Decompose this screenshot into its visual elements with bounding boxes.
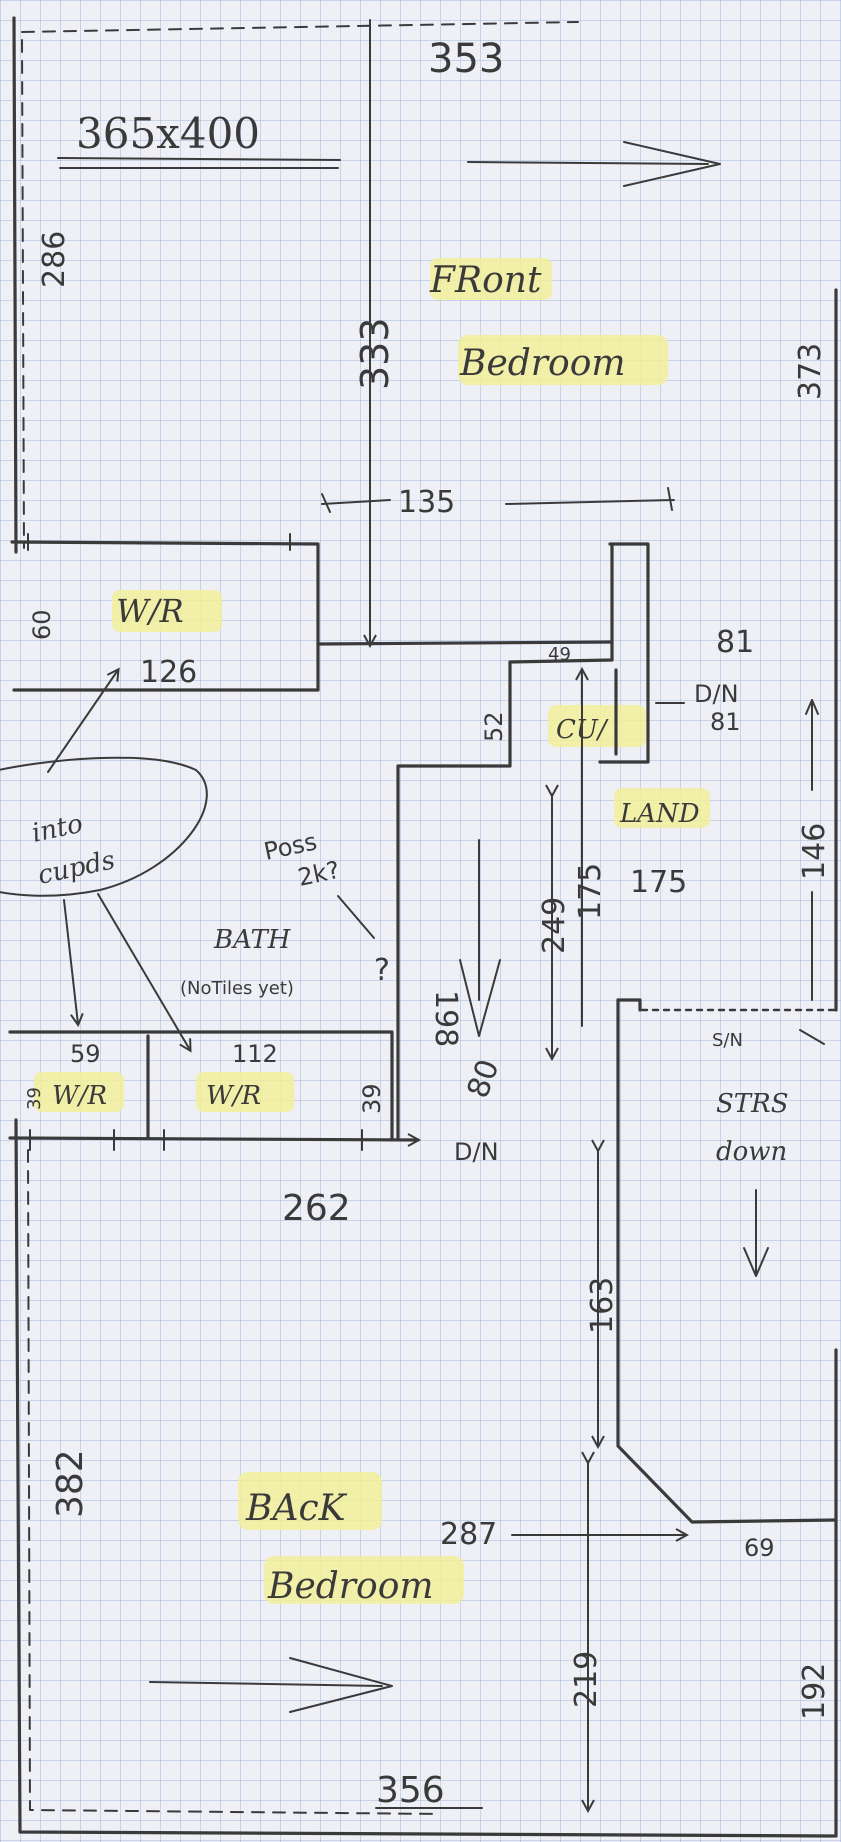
dim-cup-width: 49 (548, 644, 571, 665)
dn-lower: D/N (454, 1138, 499, 1166)
back-bedroom-label-1: BAcK (245, 1488, 348, 1529)
bath-wr-walls (8, 1030, 420, 1151)
plan-title: 365x400 (76, 109, 260, 158)
dim-front-inner-height: 333 (353, 317, 397, 390)
dim-back-left-height: 382 (50, 1449, 91, 1518)
bath-label-1: BATH (213, 925, 292, 955)
dn-upper-2: 81 (710, 708, 741, 736)
dim-bath-width: 249 (537, 897, 572, 954)
dim-stairs-height: 163 (585, 1277, 620, 1334)
front-bedroom-label-1: FRont (429, 260, 542, 301)
title-underline (57, 157, 341, 169)
stairs-label-2: down (716, 1137, 787, 1167)
into-cupds-note-1: into (29, 809, 85, 849)
dim-wr-height: 60 (28, 609, 56, 640)
dim-landing-right: 146 (797, 823, 832, 880)
dim-landing-height: 175 (573, 863, 608, 920)
dimension-lines (321, 19, 825, 1810)
dn-upper-1: D/N (694, 680, 739, 708)
poss-note-2: 2k? (295, 856, 342, 892)
sn-note: S/N (712, 1030, 743, 1051)
poss-note-1: Poss (261, 827, 319, 865)
into-cupds-note-2: cupds (35, 845, 117, 891)
wr-left-label: W/R (52, 1081, 107, 1111)
dim-back-width: 287 (440, 1517, 497, 1552)
landing-walls (396, 542, 838, 1524)
landing-label: LAND (619, 799, 700, 829)
dim-dn-width: 81 (716, 625, 754, 660)
highlight-marks (34, 258, 710, 1604)
cupboard-label: CU/ (556, 715, 609, 745)
dim-step-width: 69 (744, 1534, 775, 1562)
dim-wr-left-width: 59 (70, 1040, 101, 1068)
wr-right-label: W/R (206, 1081, 261, 1111)
back-bedroom-label-2: Bedroom (267, 1566, 434, 1607)
dim-right-height-top: 373 (793, 343, 828, 400)
dim-right-height-bottom: 192 (797, 1663, 832, 1720)
dim-back-lower-height: 219 (569, 1651, 604, 1708)
dim-cup-height: 52 (480, 711, 508, 742)
dim-back-upper-width: 262 (282, 1188, 351, 1229)
dim-door-width: 80 (461, 1055, 507, 1103)
dim-front-lower-width: 135 (398, 485, 455, 520)
dim-front-left-height: 286 (37, 231, 72, 288)
dim-landing-width: 175 (630, 865, 687, 900)
dim-wr-right-depth: 39 (358, 1083, 386, 1114)
dim-top-width: 353 (428, 36, 504, 82)
dim-wr-width: 126 (140, 655, 197, 690)
note-bubble (0, 670, 375, 1050)
stairs-label-1: STRS (716, 1089, 789, 1119)
bath-label-2: (NoTiles yet) (180, 978, 294, 999)
wr-top-label: W/R (116, 592, 184, 630)
front-bedroom-label-2: Bedroom (459, 343, 626, 384)
outer-walls (12, 16, 838, 1838)
direction-arrows (149, 141, 769, 1713)
dim-bath-height: 198 (428, 990, 463, 1047)
dim-wr-left-depth: 39 (24, 1087, 45, 1110)
dim-bottom-width: 356 (376, 1770, 445, 1811)
dim-wr-right-width: 112 (232, 1040, 278, 1068)
poss-note-mark: ? (374, 953, 390, 988)
front-wr-walls (10, 533, 614, 692)
